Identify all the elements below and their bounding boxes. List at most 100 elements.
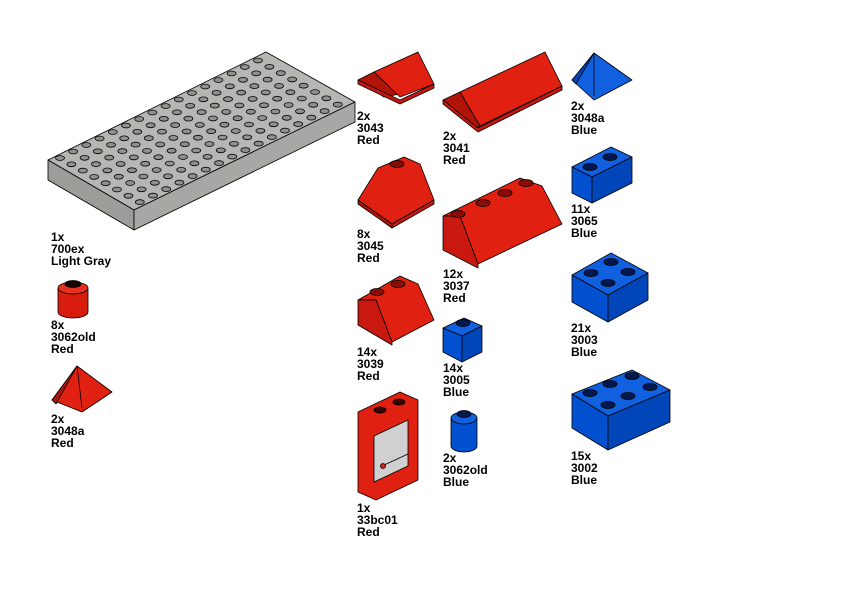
stud [283, 102, 294, 108]
stud [183, 115, 194, 122]
part-qty: 12x [443, 267, 464, 281]
part-id: 3037 [443, 279, 470, 293]
stud [115, 161, 126, 167]
stud [89, 174, 100, 180]
stud [163, 173, 173, 180]
stud [262, 76, 273, 83]
part-color: Red [357, 251, 380, 265]
part-qty: 1x [357, 501, 371, 515]
brick-2x3-icon [571, 369, 671, 451]
stud [281, 115, 292, 121]
part-color: Red [357, 369, 380, 383]
stud [149, 180, 160, 186]
stud [285, 89, 296, 95]
stud [161, 186, 172, 192]
stud [185, 103, 196, 109]
stud [319, 108, 330, 114]
part-qty: 14x [357, 345, 378, 359]
slope-long-icon [442, 51, 563, 133]
stud [253, 140, 264, 147]
stud [200, 166, 211, 173]
part-id: 3045 [357, 239, 384, 253]
stud [68, 148, 79, 155]
part-color: Light Gray [51, 254, 112, 268]
stud [66, 161, 77, 168]
stud [208, 115, 218, 122]
stud [240, 147, 251, 153]
stud [187, 90, 197, 96]
stud [211, 90, 222, 96]
stud [268, 121, 279, 128]
round-brick-icon [450, 410, 478, 453]
stud [172, 109, 182, 116]
stud [164, 160, 175, 167]
stud [178, 154, 188, 160]
stud [287, 76, 298, 83]
stud [134, 199, 145, 205]
part-color: Blue [443, 385, 470, 399]
stud [242, 134, 253, 141]
part-qty: 21x [571, 321, 592, 335]
part-color: Red [357, 133, 380, 147]
stud [168, 135, 179, 141]
stud [100, 180, 111, 187]
stud [125, 180, 136, 186]
stud [200, 83, 211, 90]
stud [196, 109, 207, 115]
part-id: 3003 [571, 333, 598, 347]
stud [187, 173, 198, 179]
part-color: Red [357, 525, 380, 539]
stud [272, 95, 283, 102]
stud [145, 122, 156, 129]
stud [166, 147, 177, 154]
stud [264, 64, 275, 70]
stud [181, 128, 192, 135]
stud [155, 141, 166, 148]
stud [215, 147, 226, 154]
brick-1x1-icon [442, 317, 483, 363]
stud [275, 70, 286, 76]
door-icon [357, 391, 419, 501]
stud [224, 83, 235, 90]
part-qty: 2x [443, 451, 457, 465]
stud [236, 89, 247, 96]
stud [147, 109, 158, 116]
stud [213, 77, 224, 83]
stud [112, 186, 122, 193]
part-id: 3065 [571, 214, 598, 228]
stud [130, 141, 141, 148]
stud [321, 95, 332, 102]
stud [148, 192, 158, 199]
stud [223, 96, 233, 102]
part-qty: 2x [51, 412, 65, 426]
stud [128, 154, 139, 161]
stud [202, 154, 213, 160]
part-id: 3039 [357, 357, 384, 371]
stud [138, 173, 149, 180]
stud [91, 161, 101, 167]
stud [229, 141, 239, 147]
stud [119, 135, 130, 142]
stud [247, 96, 258, 102]
slope-pyramid-icon [51, 365, 113, 413]
stud [189, 160, 200, 167]
stud [104, 154, 115, 161]
stud [170, 122, 181, 128]
stud [198, 96, 209, 103]
stud [158, 116, 169, 122]
slope-double-icon [357, 51, 435, 105]
stud [204, 141, 215, 147]
stud [296, 95, 307, 102]
stud [257, 115, 268, 121]
stud [174, 179, 185, 186]
stud [266, 134, 277, 140]
stud [251, 70, 262, 77]
part-id: 3002 [571, 461, 598, 475]
stud [206, 128, 217, 135]
stud [160, 103, 171, 109]
part-qty: 2x [443, 129, 457, 143]
stud [151, 167, 162, 173]
stud [193, 134, 203, 141]
stud [310, 89, 320, 95]
stud [270, 108, 281, 115]
